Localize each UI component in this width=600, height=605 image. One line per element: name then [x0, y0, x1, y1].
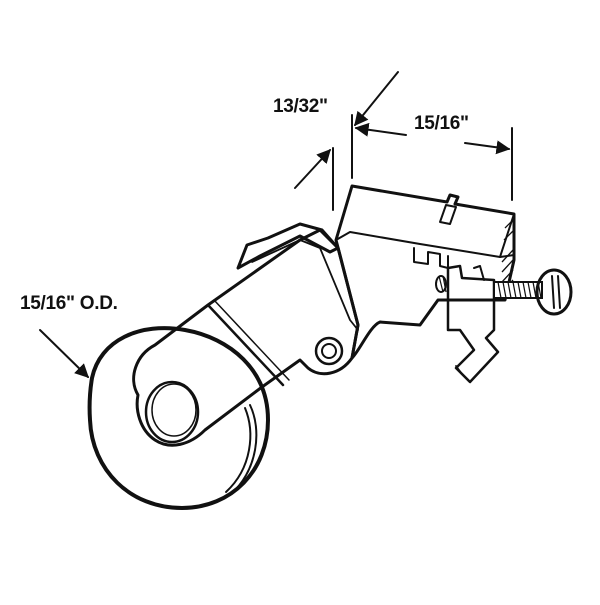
adjustment-clip — [446, 264, 500, 384]
roller-fork-arm — [132, 222, 360, 447]
dimension-label-flange: 13/32" — [273, 96, 328, 117]
dimension-label-housing-width: 15/16" — [414, 113, 469, 134]
dimension-15-16 — [354, 122, 513, 201]
mounting-bracket-housing — [334, 184, 516, 360]
dimension-13-32 — [294, 71, 399, 211]
dimension-label-wheel-od: 15/16" O.D. — [20, 293, 118, 314]
dimension-od — [39, 329, 90, 378]
roller-wheel — [87, 326, 270, 510]
adjustment-screw — [435, 268, 573, 316]
